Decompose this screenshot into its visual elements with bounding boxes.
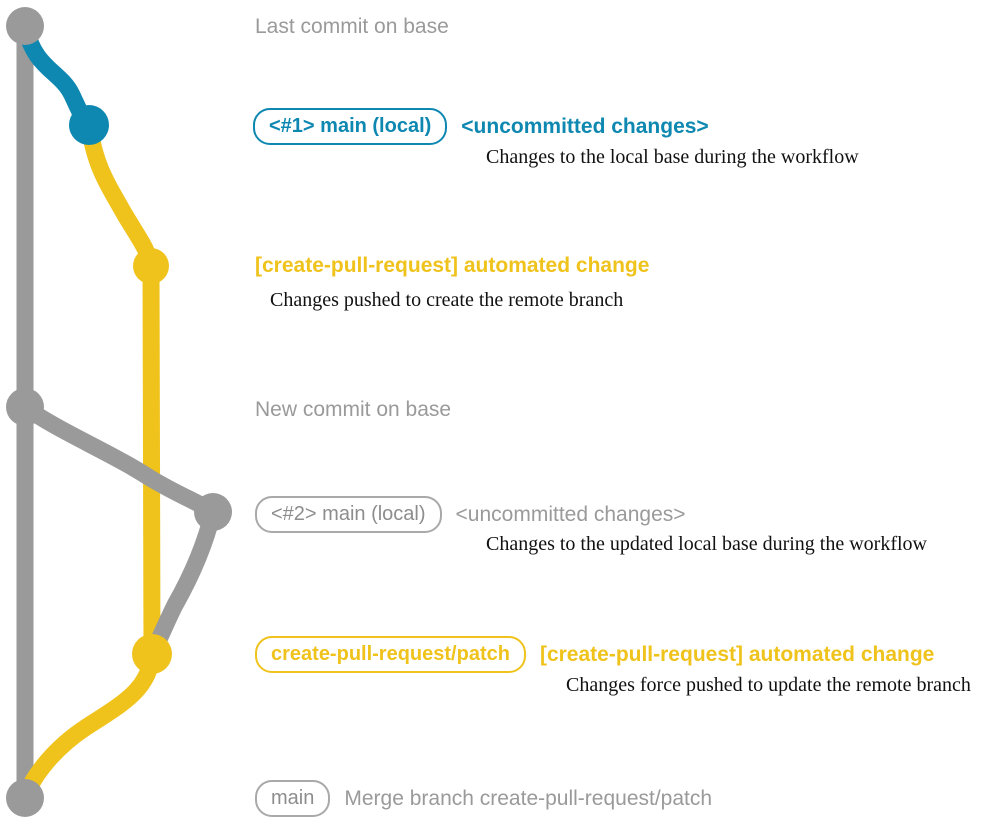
patch2-to-merge-line: [16, 645, 161, 807]
commit-subject-automated-change-2: [create-pull-request] automated change: [539, 642, 935, 666]
commit-node-merge[interactable]: [6, 779, 44, 817]
commit-subject-last-commit-on-base: Last commit on base: [255, 15, 449, 38]
patch-branch-vertical-line: [142, 257, 161, 663]
commit-subject-local-2: <uncommitted changes>: [455, 502, 686, 526]
commit-subject-new-commit-on-base: New commit on base: [255, 398, 452, 421]
commit-node-new-commit-on-base[interactable]: [6, 388, 44, 426]
ref-badge-local-2[interactable]: <#2> main (local): [255, 496, 442, 533]
ref-badge-local-1[interactable]: <#1> main (local): [253, 108, 448, 145]
commit-note-local-2: Changes to the updated local base during…: [486, 533, 927, 555]
commit-subject-automated-change-1: [create-pull-request] automated change: [255, 254, 650, 277]
commit-node-local-2[interactable]: [194, 493, 232, 531]
local2-to-patch2-line: [143, 503, 222, 663]
commit-node-automated-change-2[interactable]: [132, 634, 172, 674]
commit-row-local-1: <#1> main (local) <uncommitted changes>: [253, 108, 709, 145]
commit-row-merge: main Merge branch create-pull-request/pa…: [255, 780, 712, 817]
commit-node-last-commit-on-base[interactable]: [6, 7, 44, 45]
commit-row-automated-change-2: create-pull-request/patch [create-pull-r…: [255, 636, 934, 673]
patch-branch-upper-line: [80, 116, 160, 275]
commit-row-local-2: <#2> main (local) <uncommitted changes>: [255, 496, 686, 533]
commit-node-automated-change-1[interactable]: [133, 248, 169, 284]
commit-subject-merge: Merge branch create-pull-request/patch: [344, 786, 713, 810]
base-to-local2-line: [16, 398, 222, 521]
ref-badge-create-pull-request-patch[interactable]: create-pull-request/patch: [255, 636, 526, 673]
commit-node-local-1[interactable]: [69, 105, 109, 145]
ref-badge-main[interactable]: main: [255, 780, 331, 817]
commit-note-automated-change-1: Changes pushed to create the remote bran…: [270, 289, 624, 311]
commit-note-automated-change-2: Changes force pushed to update the remot…: [566, 674, 971, 696]
commit-subject-local-1: <uncommitted changes>: [461, 114, 709, 138]
commit-note-local-1: Changes to the local base during the wor…: [486, 146, 859, 168]
